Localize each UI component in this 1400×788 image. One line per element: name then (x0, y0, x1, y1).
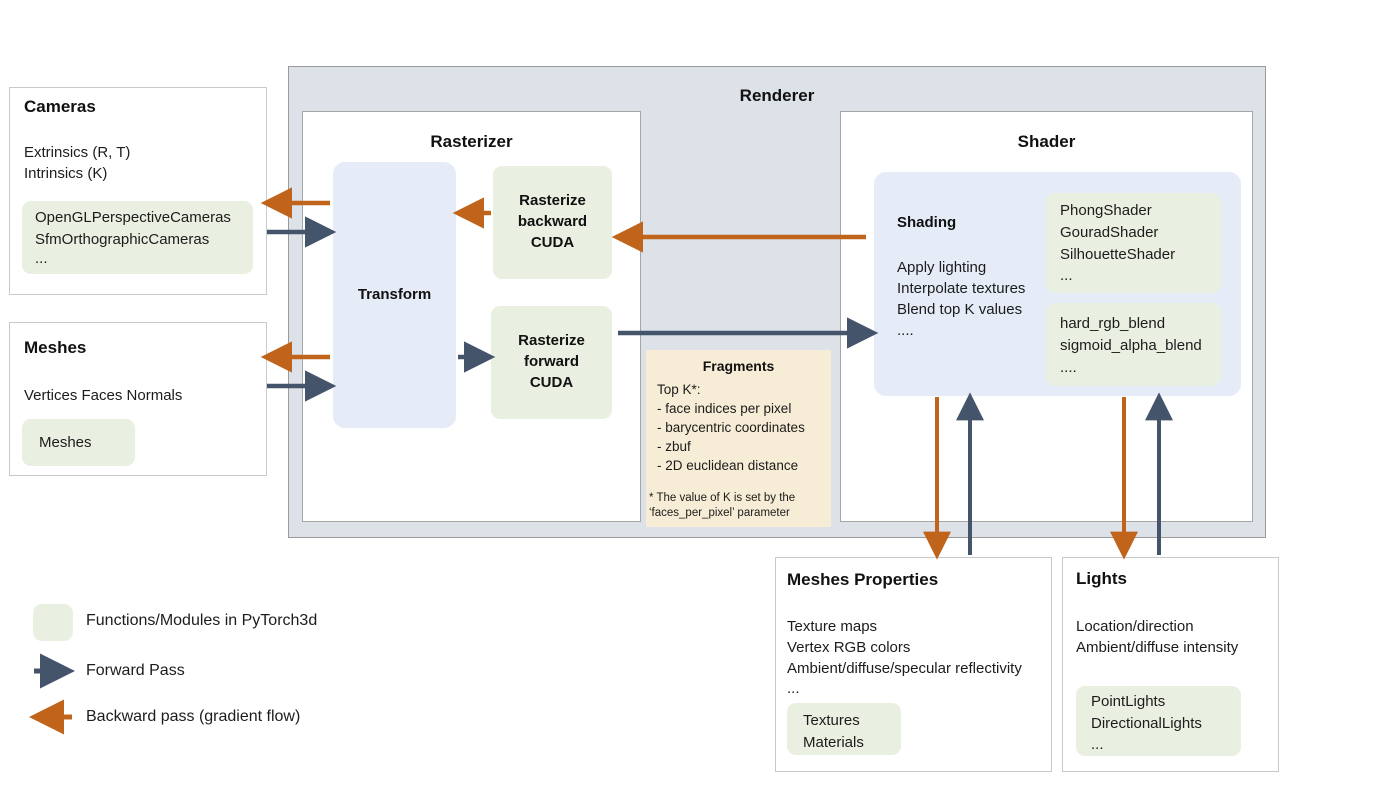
renderer-title: Renderer (739, 86, 815, 105)
rasterize-forward-box[interactable] (491, 306, 612, 419)
fragments-items: Top K*: - face indices per pixel - baryc… (657, 382, 805, 473)
lights-modules-chip[interactable] (1076, 686, 1241, 756)
blend-modules-list: hard_rgb_blend sigmoid_alpha_blend (1060, 315, 1202, 354)
blend-modules-ellipsis: .... (1060, 359, 1077, 376)
shader-modules-chip[interactable] (1046, 193, 1221, 293)
cameras-modules-chip[interactable] (22, 201, 253, 274)
lights-title: Lights (1076, 569, 1127, 588)
cameras-title: Cameras (24, 97, 96, 116)
cameras-modules-list: OpenGLPerspectiveCameras SfmOrthographic… (35, 209, 231, 248)
shading-steps: Apply lighting Interpolate textures Blen… (897, 259, 1026, 318)
shading-ellipsis: .... (897, 322, 914, 339)
meshes-properties: Vertices Faces Normals (24, 387, 183, 404)
legend-forward-label: Forward Pass (86, 662, 185, 679)
cameras-properties: Extrinsics (R, T) Intrinsics (K) (24, 144, 131, 182)
rasterize-backward-box[interactable] (493, 166, 612, 279)
legend-backward-label: Backward pass (gradient flow) (86, 708, 301, 725)
meshes-properties-title: Meshes Properties (787, 570, 939, 589)
legend-module-swatch-icon (33, 604, 73, 641)
shader-modules-list: PhongShader GouradShader SilhouetteShade… (1060, 202, 1176, 263)
rasterizer-title: Rasterizer (430, 132, 513, 151)
meshes-modules-list: Meshes (39, 434, 92, 451)
meshes-properties-ellipsis: ... (787, 680, 800, 697)
shader-modules-ellipsis: ... (1060, 267, 1073, 284)
lights-properties: Location/direction Ambient/diffuse inten… (1076, 618, 1239, 656)
fragments-title: Fragments (702, 358, 775, 374)
rasterize-forward-label: Rasterize forward CUDA (518, 332, 585, 391)
meshes-properties-list: Texture maps Vertex RGB colors Ambient/d… (787, 618, 1022, 677)
cameras-modules-ellipsis: ... (35, 250, 48, 267)
meshes-properties-modules-chip[interactable] (787, 703, 901, 755)
fragments-note: * The value of K is set by the ‘faces_pe… (649, 492, 796, 519)
transform-box[interactable] (333, 162, 456, 428)
meshes-modules-chip[interactable] (22, 419, 135, 466)
rasterize-backward-label: Rasterize backward CUDA (517, 192, 588, 251)
meshes-properties-modules-list: Textures Materials (803, 712, 864, 751)
shader-title: Shader (1017, 132, 1076, 151)
lights-modules-ellipsis: ... (1091, 736, 1104, 753)
lights-modules-list: PointLights DirectionalLights (1091, 693, 1202, 732)
meshes-title: Meshes (24, 338, 87, 357)
transform-label: Transform (357, 286, 432, 303)
blend-modules-chip[interactable] (1046, 303, 1221, 386)
shading-label: Shading (897, 214, 957, 231)
fragments-box (646, 350, 831, 527)
legend-modules-label: Functions/Modules in PyTorch3d (86, 612, 318, 629)
